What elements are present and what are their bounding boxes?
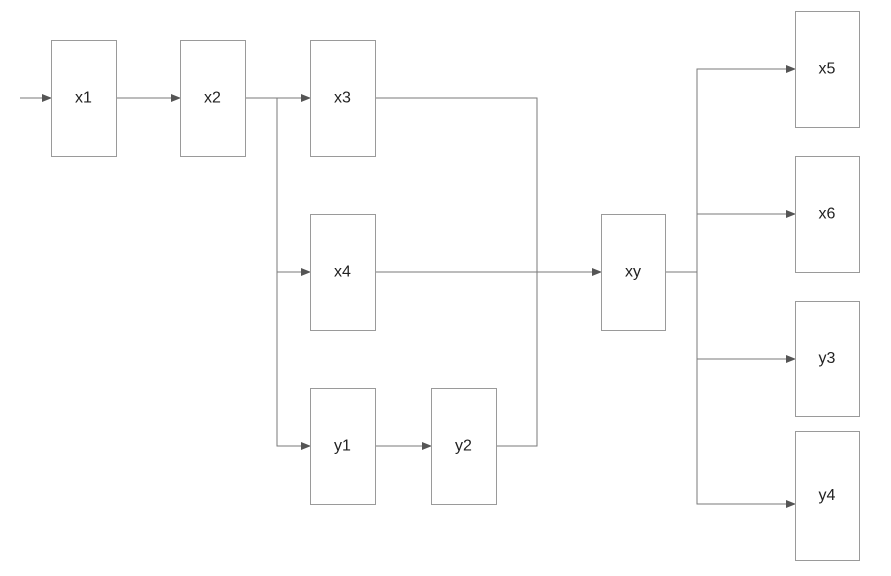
- node-label: y4: [819, 487, 836, 504]
- node-y1: y1: [310, 388, 376, 505]
- node-label: y2: [455, 438, 472, 455]
- edge-x2-y1: [276, 272, 311, 450]
- node-xy: xy: [601, 214, 666, 331]
- node-label: x4: [334, 264, 351, 281]
- node-x1: x1: [51, 40, 117, 157]
- node-label: x3: [334, 90, 351, 107]
- node-label: xy: [625, 264, 641, 281]
- node-box: [795, 431, 860, 561]
- node-y2: y2: [431, 388, 497, 505]
- node-label: x5: [819, 61, 836, 78]
- node-label: y1: [334, 438, 351, 455]
- node-box: [431, 388, 497, 505]
- node-box: [51, 40, 117, 157]
- node-x5: x5: [795, 11, 860, 128]
- node-label: x6: [819, 206, 836, 223]
- edge-x3-xy: [375, 97, 538, 272]
- node-box: [795, 301, 860, 417]
- node-x6: x6: [795, 156, 860, 273]
- node-y3: y3: [795, 301, 860, 417]
- edge-xy-y4: [696, 359, 796, 508]
- node-x4: x4: [310, 214, 376, 331]
- node-x3: x3: [310, 40, 376, 157]
- node-label: x2: [204, 90, 221, 107]
- node-box: [180, 40, 246, 157]
- edge-xy-y3: [696, 272, 796, 363]
- node-box: [795, 156, 860, 273]
- node-label: x1: [75, 90, 92, 107]
- node-box: [795, 11, 860, 128]
- node-label: y3: [819, 350, 836, 367]
- node-x2: x2: [180, 40, 246, 157]
- node-y4: y4: [795, 431, 860, 561]
- node-box: [310, 214, 376, 331]
- edge-y2-xy: [496, 272, 538, 447]
- edge-xy-x5: [665, 65, 796, 273]
- node-box: [310, 388, 376, 505]
- node-box: [601, 214, 666, 331]
- node-box: [310, 40, 376, 157]
- edge-x2-x4: [276, 98, 311, 276]
